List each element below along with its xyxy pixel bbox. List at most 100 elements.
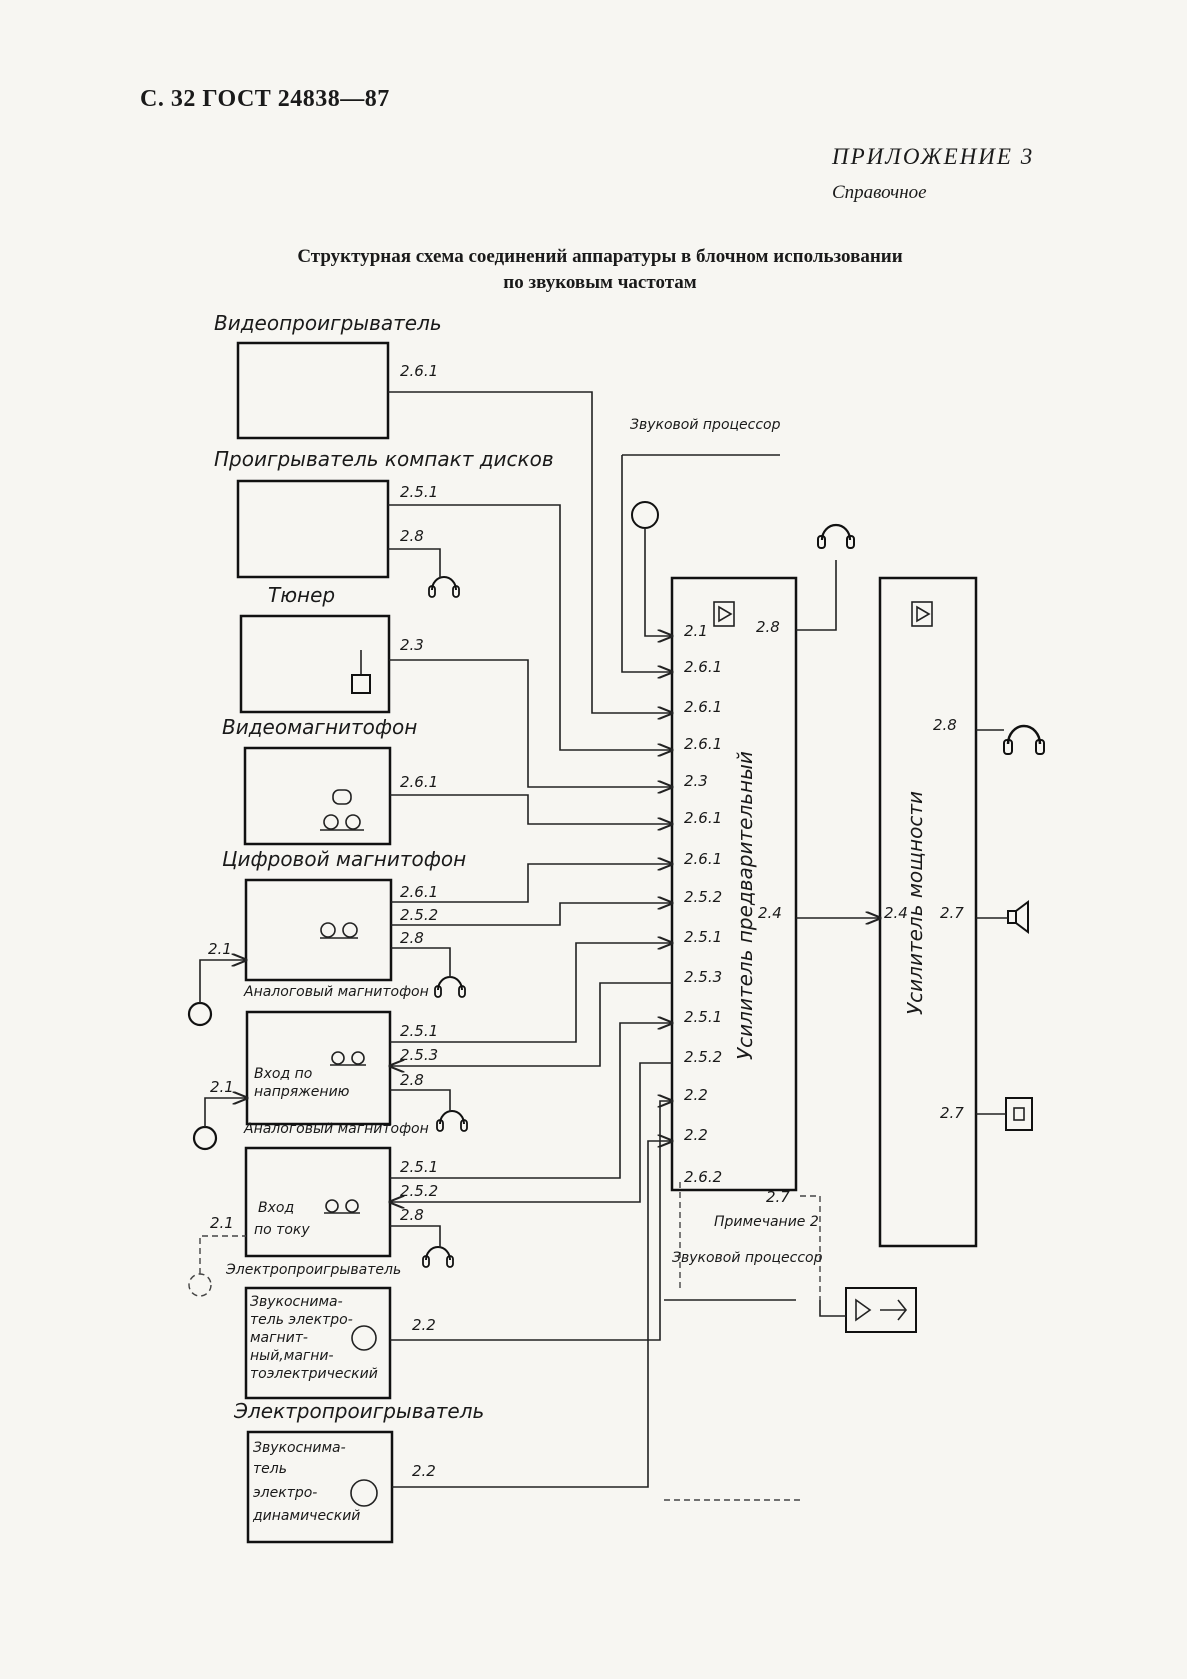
loudspeaker-icon	[1007, 900, 1029, 934]
pin-label: 2.5.3	[684, 968, 722, 986]
digital-recorder-label: Цифровой магнитофон	[222, 847, 466, 871]
pin-label: 2.4	[884, 904, 908, 922]
analog-recorder-2-label: Аналоговый магнитофон	[243, 1121, 429, 1137]
pin-label: 2.6.1	[400, 773, 438, 791]
microphone-icon	[188, 1273, 212, 1297]
appendix-type: Справочное	[832, 182, 927, 203]
tuner-label: Тюнер	[268, 583, 335, 607]
pin-label: 2.5.2	[400, 1182, 438, 1200]
preamp-pins: 2.1 2.6.1 2.6.1 2.6.1 2.3 2.6.1 2.6.1 2.…	[684, 618, 790, 1206]
pickup-em-line-2: тель электро-	[250, 1312, 353, 1328]
page-reference: С. 32 ГОСТ 24838—87	[140, 86, 390, 112]
pin-label: 2.1	[210, 1078, 234, 1096]
pin-label: 2.8	[400, 1071, 424, 1089]
microphone-icon	[192, 1125, 218, 1151]
headphones-icon	[428, 576, 460, 598]
pin-label: 2.7	[766, 1188, 790, 1206]
tuner-box	[239, 614, 391, 714]
pin-label: 2.5.1	[400, 483, 438, 501]
cassette-icon	[320, 789, 364, 831]
pin-label: 2.5.1	[684, 1008, 722, 1026]
pin-label: 2.3	[684, 772, 708, 790]
pin-label: 2.6.1	[684, 809, 722, 827]
pin-label: 2.2	[684, 1126, 708, 1144]
pin-label: 2.6.1	[684, 698, 722, 716]
pin-label: 2.3	[400, 636, 424, 654]
pickup-ed-line-4: динамический	[252, 1508, 360, 1524]
pickup-ed-line-3: электро-	[253, 1485, 317, 1501]
cassette-icon	[330, 1051, 366, 1066]
pickup-icon	[351, 1325, 377, 1351]
headphones-icon	[1003, 724, 1045, 755]
pin-label: 2.6.1	[684, 658, 722, 676]
cassette-icon	[324, 1199, 360, 1214]
turntable-1-box	[244, 1286, 392, 1400]
current-input-line-1: Вход	[258, 1200, 294, 1216]
loudspeaker-box-icon	[1005, 1097, 1033, 1131]
amplifier-icon	[713, 601, 735, 627]
preamp-label: Усилитель предварительный	[733, 751, 757, 1060]
pin-label: 2.5.2	[684, 1048, 722, 1066]
vcr-box	[243, 746, 392, 846]
pin-label: 2.8	[400, 527, 424, 545]
pin-label: 2.4	[758, 904, 782, 922]
pin-label: 2.7	[940, 1104, 964, 1122]
pin-label: 2.5.1	[400, 1158, 438, 1176]
pin-label: 2.6.1	[400, 362, 438, 380]
pin-label: 2.8	[400, 1206, 424, 1224]
current-input-line-2: по току	[254, 1222, 310, 1238]
pickup-em-line-5: тоэлектрический	[250, 1366, 378, 1382]
pin-label: 2.8	[933, 716, 957, 734]
pin-label: 2.5.1	[684, 928, 722, 946]
pin-label: 2.7	[940, 904, 964, 922]
diagram-title-line-1: Структурная схема соединений аппаратуры …	[297, 246, 903, 267]
pickup-em-line-1: Звукоснима-	[250, 1294, 343, 1310]
pin-label: 2.1	[208, 940, 232, 958]
cassette-icon	[320, 922, 358, 939]
pin-label: 2.2	[412, 1462, 436, 1480]
pin-label: 2.1	[684, 622, 708, 640]
headphones-icon	[422, 1246, 454, 1268]
wire	[819, 1300, 846, 1317]
pin-label: 2.5.2	[684, 888, 722, 906]
wires	[199, 391, 1008, 1501]
turntable-2-label: Электропроигрыватель	[233, 1399, 484, 1423]
headphones-icon	[434, 976, 466, 998]
pickup-ed-line-1: Звукоснима-	[253, 1440, 346, 1456]
pin-label: 2.6.1	[684, 735, 722, 753]
power-amp-label: Усилитель мощности	[903, 791, 927, 1015]
pin-label: 2.5.3	[400, 1046, 438, 1064]
pin-label: 2.5.2	[400, 906, 438, 924]
voltage-input-line-2: напряжению	[254, 1084, 350, 1100]
microphone-icon	[187, 1001, 213, 1027]
pin-label: 2.2	[412, 1316, 436, 1334]
video-player-box	[236, 341, 390, 440]
analog-recorder-1-label: Аналоговый магнитофон	[243, 984, 429, 1000]
pin-label: 2.5.1	[400, 1022, 438, 1040]
microphone-icon	[631, 501, 659, 529]
pin-label: 2.6.2	[684, 1168, 722, 1186]
pickup-ed-line-2: тель	[253, 1461, 287, 1477]
note-label: Примечание 2	[714, 1214, 819, 1230]
pickup-icon	[350, 1479, 378, 1507]
amplifier-icon	[911, 601, 933, 627]
antenna-icon	[351, 650, 371, 694]
pin-label: 2.6.1	[400, 883, 438, 901]
processor-unit-icon	[845, 1287, 917, 1333]
sound-processor-top-label: Звуковой процессор	[630, 417, 781, 433]
diagram-title-line-2: по звуковым частотам	[503, 272, 697, 293]
cd-player-box	[236, 479, 390, 579]
turntable-1-label: Электропроигрыватель	[225, 1262, 401, 1278]
vcr-label: Видеомагнитофон	[222, 715, 417, 739]
preamp-box	[670, 576, 798, 1192]
pin-label: 2.1	[210, 1214, 234, 1232]
headphones-icon	[817, 523, 855, 549]
pin-label: 2.6.1	[684, 850, 722, 868]
voltage-input-line-1: Вход по	[254, 1066, 312, 1082]
pickup-em-line-4: ный,магни-	[250, 1348, 334, 1364]
sound-processor-bottom-label-1: Звуковой процессор	[672, 1250, 823, 1266]
pin-label: 2.8	[756, 618, 780, 636]
digital-recorder-box	[244, 878, 393, 982]
